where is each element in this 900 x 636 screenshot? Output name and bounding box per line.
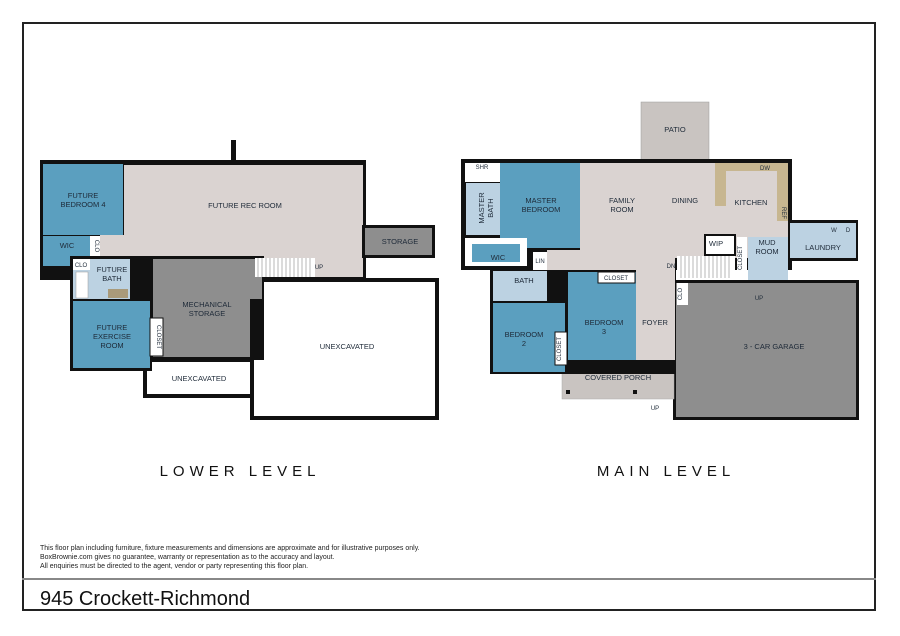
label-closet-bedroom-3: CLOSET [604,276,628,282]
label-kitchen: KITCHEN [735,198,768,207]
hallway-main [547,250,637,270]
label-porch-up: UP [651,406,659,412]
label-washer: W [831,228,837,234]
label-foyer: FOYER [642,318,668,327]
room-bath-main [493,271,547,301]
label-shr: SHR [476,165,489,171]
room-3-car-garage [676,283,856,417]
main-level-title: MAIN LEVEL [596,463,736,480]
page-frame [22,22,876,611]
room-laundry [790,223,856,258]
label-closet: CLOSET [155,325,161,349]
label-laundry: LAUNDRY [805,243,841,252]
label-dw: DW [760,166,770,172]
closet-clo-1 [90,236,100,258]
closet-mud [737,237,747,280]
porch-column [566,390,570,394]
lower-level-title: LOWER LEVEL [159,463,321,480]
stair-treads-main [680,256,730,278]
label-wic-main: WIC [491,253,506,262]
room-kitchen [715,163,788,221]
linen-closet [533,252,547,270]
label-lin: LIN [535,259,544,265]
label-wic: WIC [60,241,75,250]
closet-bedroom-3 [597,271,636,284]
label-unexcavated-large: UNEXCAVATED [320,342,375,351]
label-unexcavated-small: UNEXCAVATED [172,374,227,383]
room-mechanical-storage-lower [153,298,250,357]
label-clo-main: CLO [678,288,684,301]
room-future-bedroom-4 [43,164,123,235]
label-bath-main: BATH [514,276,533,285]
property-address: 945 Crockett-Richmond [40,588,251,610]
label-wip: WIP [709,239,723,248]
wall-stub [231,140,236,162]
label-dining: DINING [672,196,698,205]
title-divider [22,578,876,580]
room-master-bedroom [500,163,580,248]
room-master-bath [466,183,500,235]
vanity-icon [108,289,128,298]
disclaimer: This floor plan including furniture, fix… [40,544,420,571]
room-wip [704,234,736,256]
kitchen-counter [715,163,788,221]
disclaimer-line: BoxBrownie.com gives no guarantee, warra… [40,554,335,561]
label-storage: STORAGE [382,237,419,246]
shower [465,163,500,182]
label-clo-1: CLO [93,240,99,253]
room-patio [640,101,710,161]
label-future-rec-room: FUTURE REC ROOM [208,201,282,210]
label-closet-mud: CLOSET [738,246,744,270]
closet-bedroom-2 [554,331,568,366]
label-patio: PATIO [664,125,686,134]
room-future-exercise-room [73,301,150,368]
disclaimer-line: All enquiries must be directed to the ag… [40,563,309,570]
room-mechanical-storage [153,259,262,299]
label-stairs-dn: DN [667,264,676,270]
closet-clo-main [677,283,688,305]
label-dryer: D [846,228,851,234]
room-mud-room [748,237,788,280]
closet-clo-2 [73,259,90,270]
porch-column [633,390,637,394]
disclaimer-line: This floor plan including furniture, fix… [40,545,420,552]
label-master-bath: MASTERBATH [477,192,495,224]
closet-lower [149,317,164,357]
room-wic-main [472,244,520,262]
label-stairs-up: UP [315,265,323,271]
label-clo-2: CLO [75,263,88,269]
label-garage-up: UP [755,296,763,302]
stair-treads [257,258,311,277]
room-bedroom-2 [493,303,565,372]
label-ref: REF [780,207,786,219]
label-covered-porch: COVERED PORCH [585,373,651,382]
bathtub-icon [75,271,89,299]
label-3-car-garage: 3 - CAR GARAGE [744,342,805,351]
room-storage [365,228,432,255]
stairs-main [677,256,735,278]
label-closet-bedroom-2: CLOSET [557,337,563,361]
room-bedroom-3 [568,272,636,360]
stairs-lower [255,258,315,277]
room-foyer [636,250,675,360]
